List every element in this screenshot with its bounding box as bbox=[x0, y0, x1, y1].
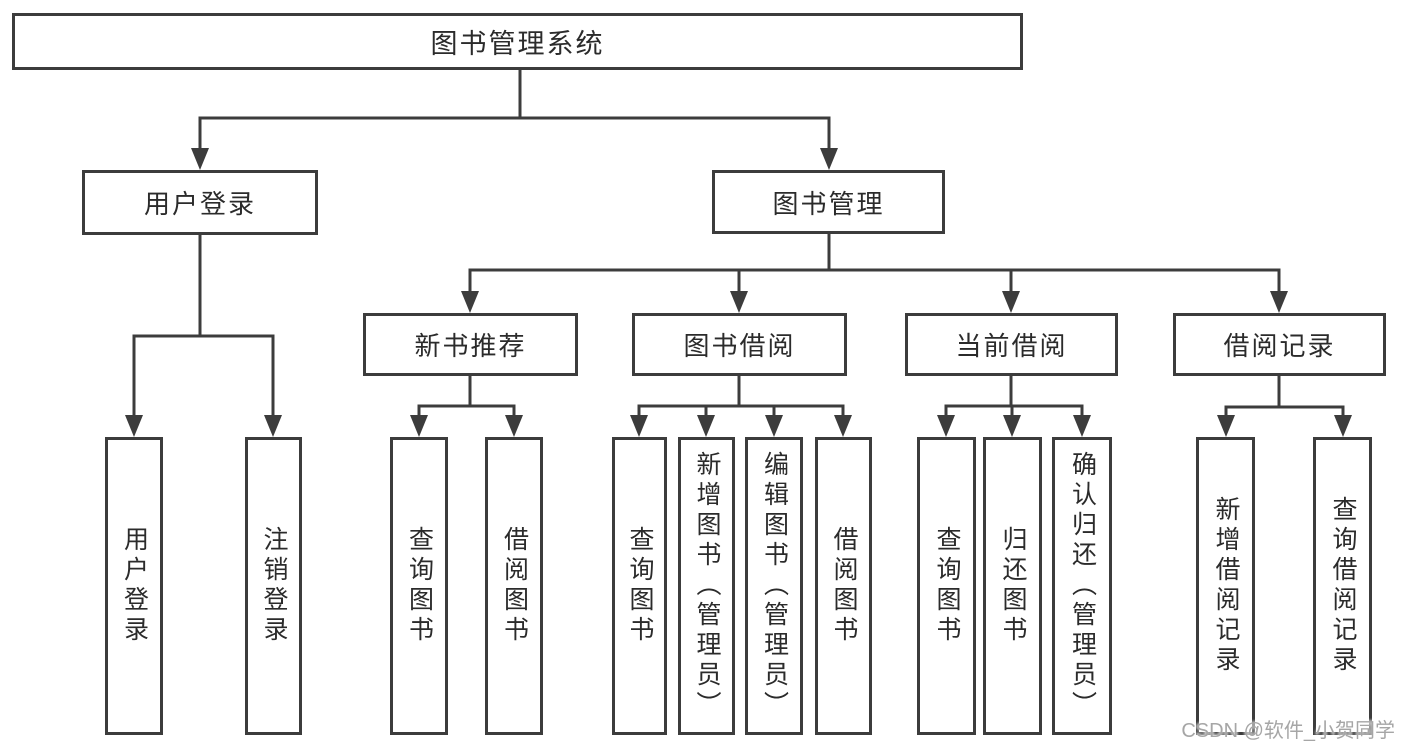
leaf-current-query-books-label: 查询图书 bbox=[933, 526, 961, 646]
leaf-borrowing-borrow-books-label: 借阅图书 bbox=[830, 526, 858, 646]
node-user-login: 用户登录 bbox=[82, 170, 318, 235]
node-book-borrowing: 图书借阅 bbox=[632, 313, 847, 376]
node-current-borrowing-label: 当前借阅 bbox=[955, 331, 1068, 361]
leaf-records-query-record: 查询借阅记录 bbox=[1313, 437, 1372, 735]
leaf-records-add-record-label: 新增借阅记录 bbox=[1212, 496, 1240, 676]
leaf-user-login-label: 用户登录 bbox=[120, 526, 149, 646]
leaf-borrowing-query-books-label: 查询图书 bbox=[626, 526, 654, 646]
connector-user-login bbox=[125, 235, 282, 437]
leaf-recommend-query-books-label: 查询图书 bbox=[405, 526, 434, 646]
connector-root bbox=[191, 70, 838, 170]
leaf-borrowing-query-books: 查询图书 bbox=[612, 437, 667, 735]
node-root-label: 图书管理系统 bbox=[430, 29, 605, 59]
connector-book-borrowing bbox=[630, 376, 852, 437]
node-root: 图书管理系统 bbox=[12, 13, 1023, 70]
leaf-user-login: 用户登录 bbox=[105, 437, 163, 735]
node-borrow-records-label: 借阅记录 bbox=[1223, 331, 1336, 361]
leaf-current-query-books: 查询图书 bbox=[917, 437, 976, 735]
node-borrow-records: 借阅记录 bbox=[1173, 313, 1386, 376]
leaf-borrowing-edit-books-admin-label: 编辑图书（管理员） bbox=[760, 451, 789, 721]
node-user-login-label: 用户登录 bbox=[143, 189, 256, 219]
leaf-borrowing-add-books-admin: 新增图书（管理员） bbox=[678, 437, 735, 735]
leaf-records-query-record-label: 查询借阅记录 bbox=[1329, 496, 1357, 676]
leaf-recommend-query-books: 查询图书 bbox=[390, 437, 448, 735]
leaf-borrowing-borrow-books: 借阅图书 bbox=[815, 437, 872, 735]
csdn-watermark: CSDN @软件_小贺同学 bbox=[1181, 720, 1395, 742]
leaf-current-confirm-return-admin: 确认归还（管理员） bbox=[1052, 437, 1112, 735]
connector-borrow-records bbox=[1217, 376, 1352, 437]
connector-book-management bbox=[461, 234, 1288, 313]
connector-current-borrowing bbox=[937, 376, 1091, 437]
leaf-recommend-borrow-books-label: 借阅图书 bbox=[500, 526, 529, 646]
node-new-book-recommend-label: 新书推荐 bbox=[414, 331, 527, 361]
node-book-management: 图书管理 bbox=[712, 170, 945, 234]
node-new-book-recommend: 新书推荐 bbox=[363, 313, 578, 376]
connector-new-book-recommend bbox=[410, 376, 523, 437]
leaf-current-return-books-label: 归还图书 bbox=[999, 526, 1027, 646]
node-current-borrowing: 当前借阅 bbox=[905, 313, 1118, 376]
leaf-logout-label: 注销登录 bbox=[260, 526, 288, 646]
leaf-logout: 注销登录 bbox=[245, 437, 302, 735]
leaf-recommend-borrow-books: 借阅图书 bbox=[485, 437, 543, 735]
leaf-current-confirm-return-admin-label: 确认归还（管理员） bbox=[1068, 451, 1097, 721]
node-book-management-label: 图书管理 bbox=[772, 188, 885, 219]
leaf-records-add-record: 新增借阅记录 bbox=[1196, 437, 1255, 735]
leaf-borrowing-edit-books-admin: 编辑图书（管理员） bbox=[745, 437, 803, 735]
node-book-borrowing-label: 图书借阅 bbox=[683, 331, 796, 361]
leaf-borrowing-add-books-admin-label: 新增图书（管理员） bbox=[693, 451, 721, 721]
leaf-current-return-books: 归还图书 bbox=[983, 437, 1042, 735]
